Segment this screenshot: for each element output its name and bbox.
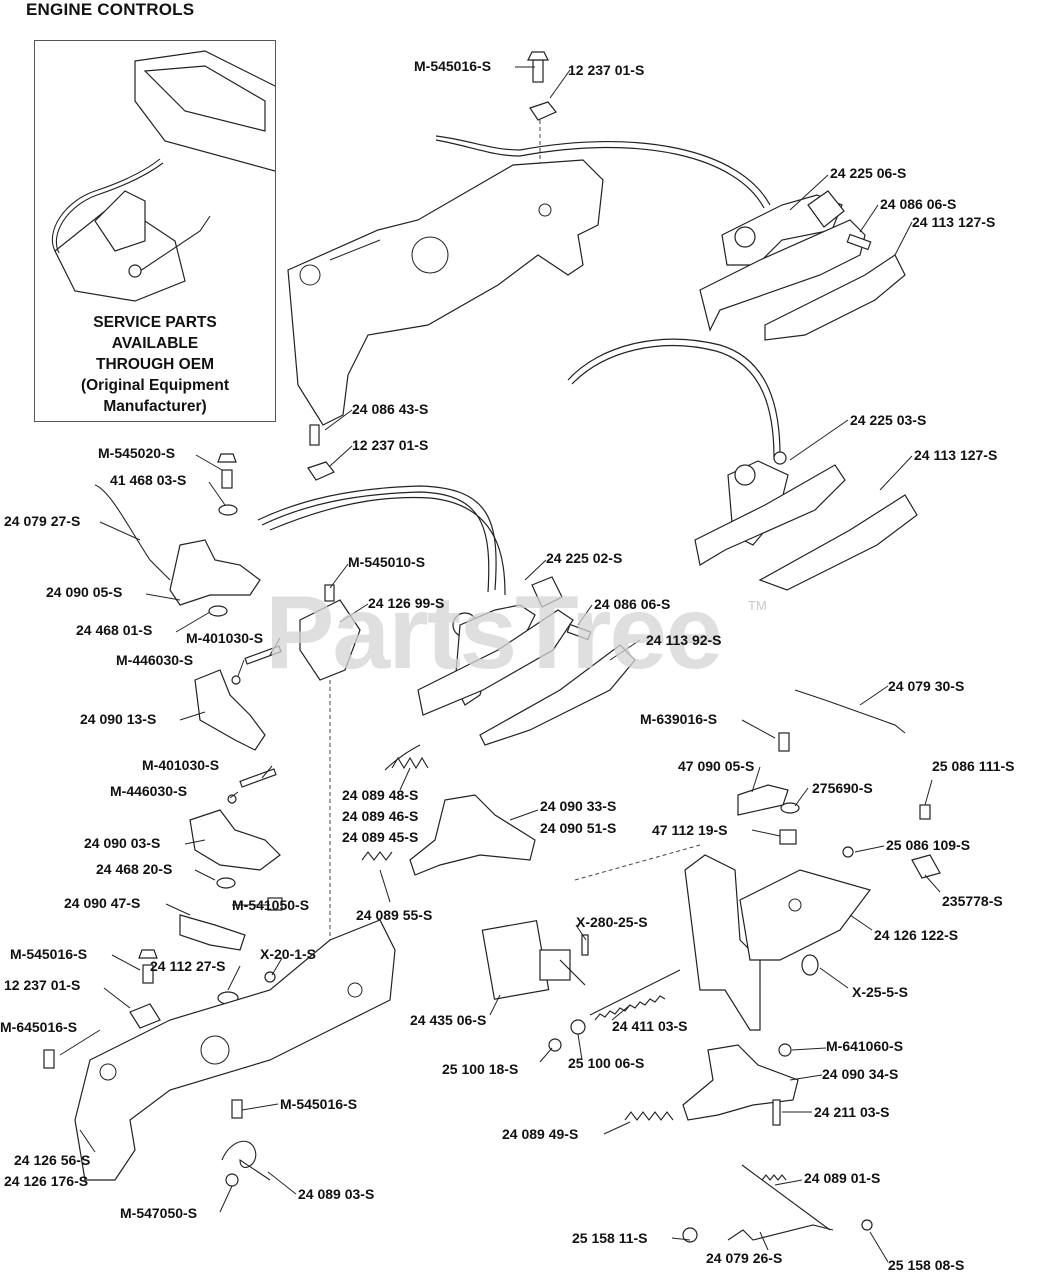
part-label: M-545016-S bbox=[414, 58, 492, 74]
part-label: 24 086 06-S bbox=[594, 596, 671, 612]
page-title: ENGINE CONTROLS bbox=[26, 0, 195, 19]
part-label: M-547050-S bbox=[120, 1205, 198, 1221]
part-label: M-639016-S bbox=[640, 711, 718, 727]
part-label: 47 090 05-S bbox=[678, 758, 755, 774]
part-label: M-545016-S bbox=[10, 946, 88, 962]
service-note-line: SERVICE PARTS bbox=[93, 314, 217, 331]
part-label: 24 079 27-S bbox=[4, 513, 81, 529]
right-column-parts bbox=[737, 689, 941, 976]
part-label: 24 435 06-S bbox=[410, 1012, 487, 1028]
part-label: 24 211 03-S bbox=[814, 1104, 890, 1120]
part-label: 24 126 99-S bbox=[368, 595, 445, 611]
part-label: 24 113 92-S bbox=[646, 632, 722, 648]
part-label: 24 112 27-S bbox=[150, 958, 226, 974]
part-label: 24 113 127-S bbox=[912, 214, 996, 230]
motor-inset-illustration bbox=[51, 50, 296, 302]
part-label: 25 158 11-S bbox=[572, 1230, 648, 1246]
part-label: 235778-S bbox=[942, 893, 1003, 909]
part-label: 25 086 111-S bbox=[932, 758, 1015, 774]
service-note-line: THROUGH OEM bbox=[96, 356, 214, 373]
part-label: 47 112 19-S bbox=[652, 822, 728, 838]
part-label: 24 090 51-S bbox=[540, 820, 617, 836]
part-label: 24 113 127-S bbox=[914, 447, 998, 463]
part-label: M-401030-S bbox=[142, 757, 220, 773]
part-label: 24 225 02-S bbox=[546, 550, 623, 566]
part-label: M-641060-S bbox=[826, 1038, 904, 1054]
part-label: 24 089 45-S bbox=[342, 829, 419, 845]
lower-mounting-plate bbox=[74, 919, 396, 1187]
part-label: 275690-S bbox=[812, 780, 873, 796]
bracket-plate-24126-99 bbox=[299, 584, 361, 990]
part-label: 24 089 55-S bbox=[356, 907, 433, 923]
part-label: 24 225 06-S bbox=[830, 165, 907, 181]
part-label: 24 090 03-S bbox=[84, 835, 161, 851]
part-label: 24 089 46-S bbox=[342, 808, 419, 824]
part-label: 41 468 03-S bbox=[110, 472, 187, 488]
part-label: M-541050-S bbox=[232, 897, 310, 913]
part-label: 24 468 20-S bbox=[96, 861, 173, 877]
part-label: 24 090 47-S bbox=[64, 895, 141, 911]
upper-throttle-assembly bbox=[435, 51, 771, 215]
part-label: 24 126 122-S bbox=[874, 927, 959, 943]
part-label: 25 158 08-S bbox=[888, 1257, 965, 1273]
part-label: M-401030-S bbox=[186, 630, 264, 646]
service-note-line: AVAILABLE bbox=[111, 335, 199, 352]
part-label: 24 089 01-S bbox=[804, 1170, 881, 1186]
part-label: 12 237 01-S bbox=[352, 437, 429, 453]
watermark-trademark: TM bbox=[748, 598, 767, 613]
part-label: 24 089 48-S bbox=[342, 787, 419, 803]
part-label: X-280-25-S bbox=[576, 914, 648, 930]
part-label: 24 089 03-S bbox=[298, 1186, 375, 1202]
part-label: 24 126 176-S bbox=[4, 1173, 89, 1189]
part-label: X-25-5-S bbox=[852, 984, 909, 1000]
part-label: 25 086 109-S bbox=[886, 837, 971, 853]
part-label: M-545010-S bbox=[348, 554, 426, 570]
part-label: 24 090 05-S bbox=[46, 584, 123, 600]
part-label: 24 086 06-S bbox=[880, 196, 957, 212]
upper-handle-24225-06 bbox=[699, 190, 906, 341]
part-label: 24 089 49-S bbox=[502, 1126, 579, 1142]
part-label: M-645016-S bbox=[0, 1019, 78, 1035]
part-label: X-20-1-S bbox=[260, 946, 317, 962]
middle-right-cable-assembly bbox=[567, 338, 918, 591]
part-label: 25 100 18-S bbox=[442, 1061, 519, 1077]
service-note-line: Manufacturer) bbox=[103, 398, 207, 415]
part-label: M-545020-S bbox=[98, 445, 176, 461]
upper-mounting-plate bbox=[287, 159, 604, 426]
leader-lines bbox=[59, 66, 941, 1263]
part-label: 25 100 06-S bbox=[568, 1055, 645, 1071]
part-label: 24 090 13-S bbox=[80, 711, 157, 727]
part-label: 12 237 01-S bbox=[4, 977, 81, 993]
part-label: M-446030-S bbox=[116, 652, 194, 668]
part-label: M-545016-S bbox=[280, 1096, 358, 1112]
service-parts-inset bbox=[34, 40, 296, 422]
lower-right-bracket-24126-122 bbox=[574, 844, 872, 1031]
center-springs-and-levers bbox=[361, 744, 536, 876]
part-label: M-446030-S bbox=[110, 783, 188, 799]
watermark-logo: PartsTree bbox=[265, 575, 723, 691]
service-parts-note: SERVICE PARTS AVAILABLE THROUGH OEM (Ori… bbox=[40, 312, 270, 417]
part-label: 24 086 43-S bbox=[352, 401, 429, 417]
part-label: 24 079 30-S bbox=[888, 678, 965, 694]
part-label: 24 090 33-S bbox=[540, 798, 617, 814]
center-cable-assembly bbox=[257, 424, 636, 746]
part-label: 24 468 01-S bbox=[76, 622, 153, 638]
part-label: 24 225 03-S bbox=[850, 412, 927, 428]
service-note-line: (Original Equipment bbox=[80, 377, 230, 394]
part-label: 24 079 26-S bbox=[706, 1250, 783, 1266]
part-label: 24 126 56-S bbox=[14, 1152, 91, 1168]
solenoid-24435-06 bbox=[481, 919, 681, 1052]
lower-levers-and-springs bbox=[624, 1043, 873, 1243]
part-label: 24 411 03-S bbox=[612, 1018, 688, 1034]
part-label: 12 237 01-S bbox=[568, 62, 645, 78]
part-label: 24 090 34-S bbox=[822, 1066, 899, 1082]
